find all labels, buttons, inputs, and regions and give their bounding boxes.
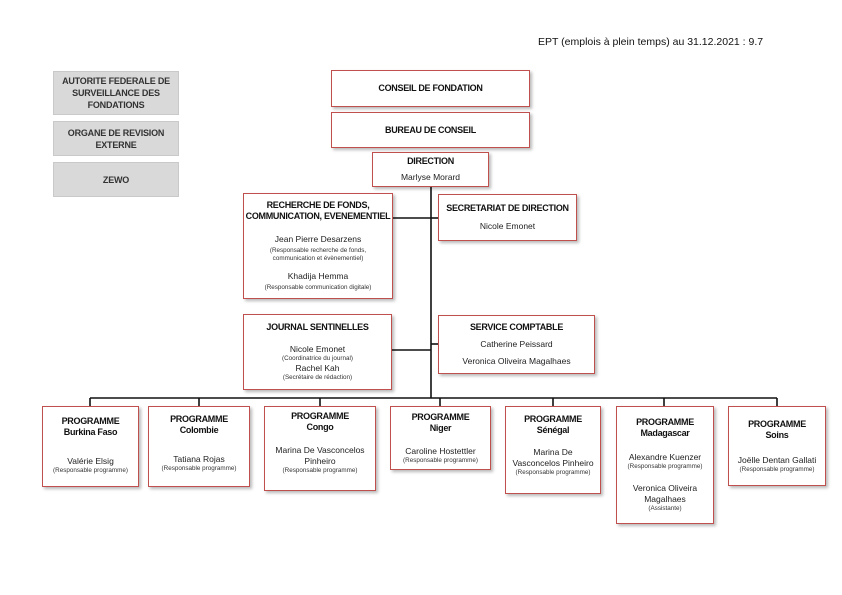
organe-line1: ORGANE DE REVISION — [67, 127, 165, 138]
bureau-title: BUREAU DE CONSEIL — [385, 124, 476, 135]
programme-label: PROGRAMME — [524, 414, 582, 424]
programme-country: Sénégal — [536, 425, 570, 435]
secretariat-box: SECRETARIAT DE DIRECTION Nicole Emonet — [438, 194, 577, 241]
recherche-role1a: (Responsable recherche de fonds, — [269, 247, 367, 254]
autorite-federale-box: AUTORITE FEDERALE DE SURVEILLANCE DES FO… — [53, 71, 179, 115]
programme-role: (Responsable programme) — [515, 469, 591, 476]
journal-box: JOURNAL SENTINELLES Nicole Emonet (Coord… — [243, 314, 392, 390]
programme-assistant-cont: Magalhaes — [644, 494, 686, 504]
programme-person-cont: Vasconcelos Pinheiro — [512, 458, 594, 468]
programme-congo-box: PROGRAMME Congo Marina De Vasconcelos Pi… — [264, 406, 376, 491]
programme-person: Marina De Vasconcelos — [275, 445, 365, 455]
programme-person: Valérie Elsig — [67, 456, 114, 466]
programme-country: Niger — [429, 423, 452, 433]
recherche-title1: RECHERCHE DE FONDS, — [266, 200, 370, 210]
programme-role: (Responsable programme) — [627, 463, 703, 470]
comptable-box: SERVICE COMPTABLE Catherine Peissard Ver… — [438, 315, 595, 374]
programme-country: Burkina Faso — [63, 427, 118, 437]
programme-label: PROGRAMME — [411, 412, 470, 422]
autorite-line2: SURVEILLANCE DES — [72, 88, 160, 98]
autorite-line3: FONDATIONS — [87, 100, 145, 110]
recherche-box: RECHERCHE DE FONDS, COMMUNICATION, EVENE… — [243, 193, 393, 299]
programme-country: Colombie — [179, 425, 219, 435]
direction-box: DIRECTION Marlyse Morard — [372, 152, 489, 187]
journal-role2: (Secrétaire de rédaction) — [282, 374, 353, 381]
programme-country: Congo — [306, 422, 334, 432]
ept-note: EPT (emplois à plein temps) au 31.12.202… — [538, 36, 764, 48]
conseil-title: CONSEIL DE FONDATION — [378, 83, 483, 93]
secretariat-title: SECRETARIAT DE DIRECTION — [446, 203, 569, 213]
programme-label: PROGRAMME — [61, 416, 120, 426]
programme-soins-box: PROGRAMME Soins Joëlle Dentan Gallati (R… — [728, 406, 826, 486]
comptable-title: SERVICE COMPTABLE — [469, 322, 564, 332]
recherche-person1: Jean Pierre Desarzens — [274, 234, 362, 244]
journal-person2: Rachel Kah — [295, 363, 340, 373]
conseil-fondation-box: CONSEIL DE FONDATION — [331, 70, 530, 107]
programme-role: (Responsable programme) — [53, 467, 128, 474]
programme-label: PROGRAMME — [636, 417, 694, 427]
programme-label: PROGRAMME — [748, 419, 806, 429]
direction-name: Marlyse Morard — [400, 172, 461, 182]
journal-title: JOURNAL SENTINELLES — [266, 322, 369, 332]
zewo-label: ZEWO — [102, 174, 130, 185]
programme-niger-box: PROGRAMME Niger Caroline Hostettler (Res… — [390, 406, 491, 470]
programme-person: Marina De — [533, 447, 573, 457]
recherche-person2: Khadija Hemma — [287, 271, 349, 281]
journal-person1: Nicole Emonet — [289, 344, 346, 354]
recherche-role2: (Responsable communication digitale) — [264, 284, 372, 291]
programme-madagascar-box: PROGRAMME Madagascar Alexandre Kuenzer (… — [616, 406, 714, 524]
programme-senegal-box: PROGRAMME Sénégal Marina De Vasconcelos … — [505, 406, 601, 494]
autorite-line1: AUTORITE FEDERALE DE — [62, 76, 170, 86]
programme-person: Caroline Hostettler — [405, 446, 476, 456]
recherche-title2: COMMUNICATION, EVENEMENTIEL — [245, 211, 391, 221]
journal-role1: (Coordinatrice du journal) — [281, 355, 354, 362]
programme-person-cont: Pinheiro — [304, 456, 336, 466]
programme-role: (Responsable programme) — [282, 467, 358, 474]
organe-revision-box: ORGANE DE REVISION EXTERNE — [53, 121, 179, 156]
zewo-box: ZEWO — [53, 162, 179, 197]
programme-country: Soins — [765, 430, 789, 440]
recherche-role1b: communication et évènementiel) — [272, 255, 364, 262]
programme-person: Joëlle Dentan Gallati — [737, 455, 817, 465]
programme-label: PROGRAMME — [291, 411, 349, 421]
organe-line2: EXTERNE — [95, 139, 137, 150]
programme-person: Alexandre Kuenzer — [628, 452, 702, 462]
programme-role: (Responsable programme) — [403, 457, 478, 464]
secretariat-name: Nicole Emonet — [479, 221, 536, 231]
direction-title: DIRECTION — [407, 156, 454, 166]
comptable-name1: Catherine Peissard — [480, 339, 553, 349]
programme-assistant-role: (Assistante) — [648, 505, 682, 512]
programme-label: PROGRAMME — [170, 414, 228, 424]
programme-role: (Responsable programme) — [739, 466, 815, 473]
bureau-conseil-box: BUREAU DE CONSEIL — [331, 112, 530, 148]
programme-assistant: Veronica Oliveira — [632, 483, 698, 493]
programme-country: Madagascar — [640, 428, 690, 438]
programme-role: (Responsable programme) — [161, 465, 237, 472]
programme-burkina-box: PROGRAMME Burkina Faso Valérie Elsig (Re… — [42, 406, 139, 487]
comptable-name2: Veronica Oliveira Magalhaes — [462, 356, 571, 366]
programme-person: Tatiana Rojas — [173, 454, 225, 464]
programme-colombie-box: PROGRAMME Colombie Tatiana Rojas (Respon… — [148, 406, 250, 487]
